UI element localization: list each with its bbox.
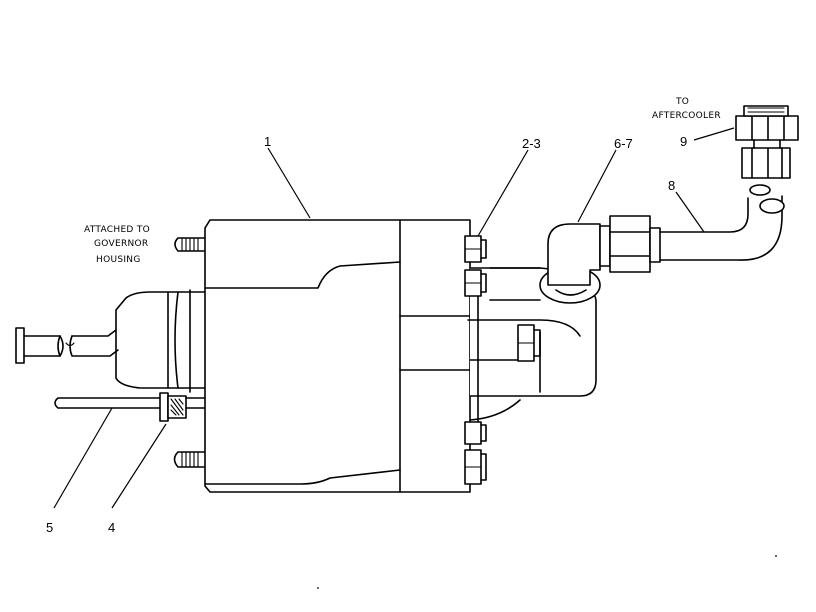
note-aftercooler-line1: TO	[675, 97, 689, 107]
speck	[317, 587, 319, 589]
bolt-mid-upper	[464, 269, 487, 297]
note-governor-line2: GOVERNOR	[94, 239, 148, 249]
note-governor-line3: HOUSING	[96, 255, 141, 265]
pump-body	[204, 219, 471, 493]
note-governor-line1: ATTACHED TO	[84, 225, 150, 235]
callout-5: 5	[46, 520, 53, 535]
bolt-center	[517, 324, 541, 362]
note-aftercooler-line2: AFTERCOOLER	[652, 111, 721, 121]
shaft	[15, 327, 119, 364]
rod-fitting	[159, 392, 206, 422]
bolt-upper	[464, 235, 487, 263]
bolt-bottom	[464, 449, 487, 485]
aftercooler-fitting	[735, 105, 799, 179]
callout-4: 4	[108, 520, 115, 535]
callout-8: 8	[668, 178, 675, 193]
control-rod	[54, 397, 161, 409]
callout-1: 1	[264, 134, 271, 149]
mounting-stud-lower	[173, 451, 206, 468]
callout-9: 9	[680, 134, 687, 149]
callout-6-7: 6-7	[614, 136, 633, 151]
speck	[775, 555, 777, 557]
elbow-fitting	[489, 223, 601, 304]
leader-lines	[53, 127, 735, 509]
bolt-lower	[464, 421, 487, 445]
tube-nut	[599, 215, 661, 273]
mounting-stud-upper	[174, 237, 206, 252]
tube	[659, 184, 785, 261]
front-housing	[115, 289, 206, 393]
callout-2-3: 2-3	[522, 136, 541, 151]
